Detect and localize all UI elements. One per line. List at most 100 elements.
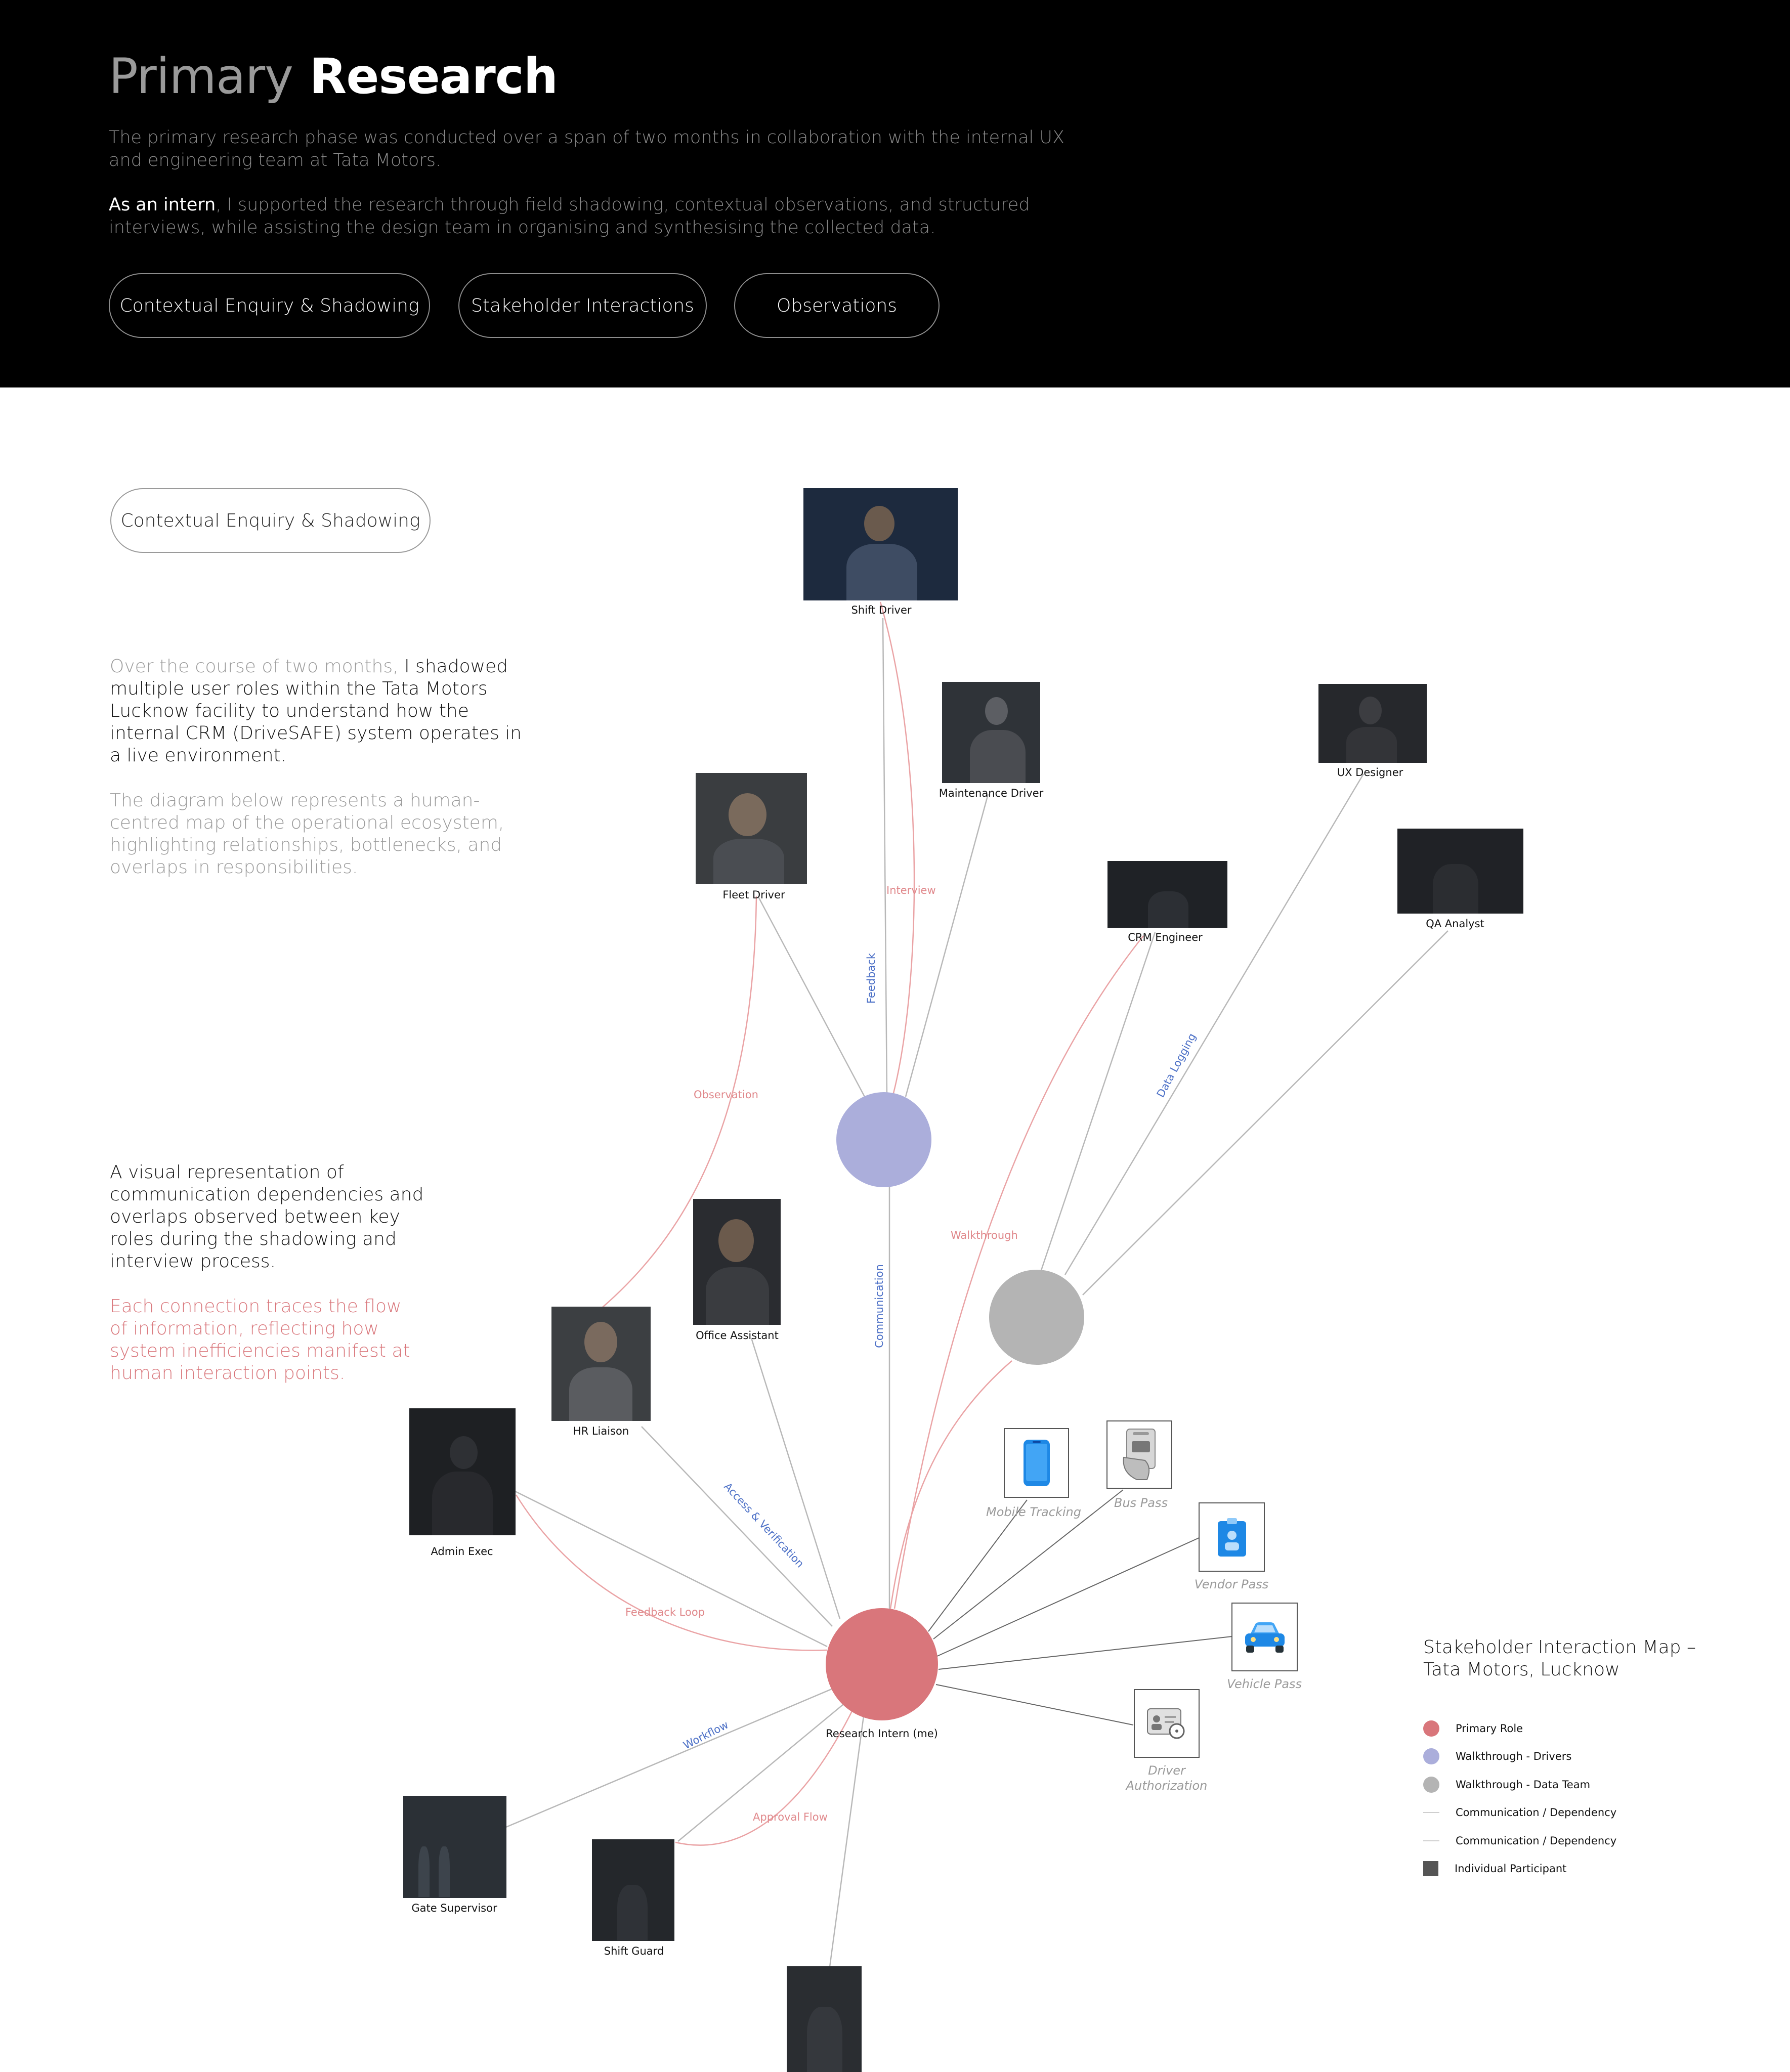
label-office-assistant: Office Assistant (696, 1329, 779, 1342)
hero-paragraph: The primary research phase was conducted… (109, 127, 1064, 170)
legend-label: Communication / Dependency (1456, 1835, 1617, 1847)
intern-text: , I supported the research through field… (109, 195, 1030, 238)
edge-mobile-tracking (928, 1499, 1028, 1632)
label-gate-supervisor: Gate Supervisor (411, 1902, 497, 1914)
tab-observations[interactable]: Observations (734, 273, 940, 338)
legend-item-communication-2: Communication / Dependency (1423, 1831, 1616, 1851)
legend-label: Individual Participant (1455, 1863, 1567, 1875)
edge-qa-analyst-data-hub (1082, 930, 1448, 1296)
diagram-description: A visual representation of communication… (110, 1162, 424, 1272)
item-driver-authorization (1134, 1689, 1200, 1758)
edge-vendor-pass (935, 1537, 1200, 1657)
edge-vehicle-pass (938, 1636, 1232, 1670)
edge-shift-guard-me (677, 1694, 856, 1842)
item-bus-pass (1106, 1420, 1172, 1489)
item-vehicle-pass (1231, 1603, 1298, 1671)
tab-contextual-enquiry[interactable]: Contextual Enquiry & Shadowing (109, 273, 430, 338)
photo-hr-liaison (551, 1307, 651, 1421)
label-bus-pass: Bus Pass (1114, 1496, 1168, 1510)
label-crm-engineer: CRM Engineer (1128, 931, 1203, 943)
edge-office-assistant-me (750, 1337, 841, 1619)
photo-maintenance-driver (942, 682, 1040, 783)
page-title: Primary Research (109, 48, 558, 105)
edge-interview (879, 601, 915, 1096)
edge-label-approval-flow: Approval Flow (753, 1811, 828, 1823)
label-shift-driver: Shift Driver (851, 604, 912, 616)
intro-grey: Over the course of two months, (110, 656, 404, 677)
hub-walkthrough-drivers (836, 1092, 931, 1187)
legend-item-drivers: Walkthrough - Drivers (1423, 1746, 1571, 1766)
legend-label: Walkthrough - Drivers (1456, 1750, 1572, 1762)
legend-swatch-drivers (1423, 1748, 1439, 1764)
edge-hr-liaison-me (641, 1426, 833, 1627)
label-qa-analyst: QA Analyst (1426, 918, 1484, 930)
bus-pass-icon (1123, 1428, 1156, 1480)
edge-fleet-driver-hub (758, 897, 866, 1098)
edge-ux-designer-data-hub (1064, 773, 1365, 1275)
id-badge-icon (1217, 1518, 1246, 1557)
edge-label-walkthrough: Walkthrough (951, 1229, 1018, 1241)
mobile-phone-icon (1023, 1440, 1050, 1486)
edge-admin-exec-me (515, 1490, 828, 1648)
edge-label-interview: Interview (886, 884, 936, 896)
edge-shift-driver-hub (882, 618, 888, 1097)
edge-label-feedback: Feedback (865, 953, 878, 1004)
driver-authorization-icon (1147, 1708, 1185, 1739)
legend-item-data-team: Walkthrough - Data Team (1423, 1775, 1590, 1795)
item-mobile-tracking (1004, 1428, 1069, 1498)
intro-paragraph: Over the course of two months, I shadowe… (110, 656, 530, 767)
edge-feedback-loop (515, 1494, 828, 1651)
edge-gate-supervisor-me (505, 1684, 843, 1828)
intro-paragraph-2: The diagram below represents a human-cen… (110, 790, 504, 878)
photo-fleet-driver (696, 773, 807, 884)
legend-label: Walkthrough - Data Team (1456, 1779, 1591, 1791)
hub-walkthrough-data-team (989, 1270, 1084, 1365)
label-vehicle-pass: Vehicle Pass (1226, 1677, 1302, 1691)
label-admin-exec: Admin Exec (431, 1545, 493, 1558)
edge-observation (602, 896, 757, 1308)
legend-label: Communication / Dependency (1456, 1806, 1617, 1819)
tab-stakeholder-interactions[interactable]: Stakeholder Interactions (458, 273, 707, 338)
edge-label-feedback-loop: Feedback Loop (625, 1606, 705, 1618)
legend-swatch-primary (1423, 1720, 1439, 1737)
label-fleet-driver: Fleet Driver (722, 889, 785, 901)
photo-shift-driver (803, 488, 958, 600)
title-muted: Primary (109, 48, 293, 105)
edge-bottom-participant-me (829, 1704, 866, 1967)
label-maintenance-driver: Maintenance Driver (939, 787, 1044, 799)
edge-driver-authorization (935, 1684, 1134, 1725)
hero-section: Primary Research The primary research ph… (0, 0, 1790, 387)
legend-swatch-line (1423, 1840, 1439, 1841)
intro-dark: I shadowed multiple user roles within th… (110, 656, 522, 766)
label-driver-authorization: Driver Authorization (1126, 1763, 1208, 1793)
edge-label-observation: Observation (694, 1089, 758, 1101)
photo-bottom-participant (787, 1966, 862, 2072)
label-hr-liaison: HR Liaison (573, 1425, 629, 1437)
diagram-description-red: Each connection traces the flow of infor… (110, 1296, 410, 1384)
photo-ux-designer (1318, 684, 1427, 763)
photo-office-assistant (693, 1199, 781, 1325)
label-vendor-pass: Vendor Pass (1194, 1577, 1269, 1591)
hero-paragraph-intern: As an intern, I supported the research t… (109, 194, 1100, 239)
edge-walkthrough (893, 935, 1144, 1609)
photo-shift-guard (592, 1839, 674, 1941)
title-bold: Research (309, 48, 558, 105)
photo-crm-engineer (1107, 861, 1227, 928)
label-shift-guard: Shift Guard (604, 1945, 664, 1957)
photo-gate-supervisor (403, 1796, 506, 1898)
car-icon (1245, 1622, 1285, 1653)
legend-swatch-square (1423, 1861, 1438, 1876)
edge-approval-flow (675, 1694, 861, 1846)
edge-data-hub-me (889, 1360, 1012, 1609)
intern-highlight: As an intern (109, 195, 216, 215)
legend-item-individual: Individual Participant (1423, 1859, 1566, 1879)
hub-research-intern (826, 1608, 938, 1720)
label-ux-designer: UX Designer (1337, 766, 1403, 779)
label-research-intern: Research Intern (me) (826, 1728, 938, 1740)
edge-bus-pass (933, 1489, 1124, 1639)
edge-label-communication: Communication (873, 1264, 885, 1348)
section-pill[interactable]: Contextual Enquiry & Shadowing (110, 488, 431, 553)
legend-swatch-line (1423, 1812, 1439, 1813)
edge-crm-engineer-data-hub (1039, 932, 1156, 1275)
